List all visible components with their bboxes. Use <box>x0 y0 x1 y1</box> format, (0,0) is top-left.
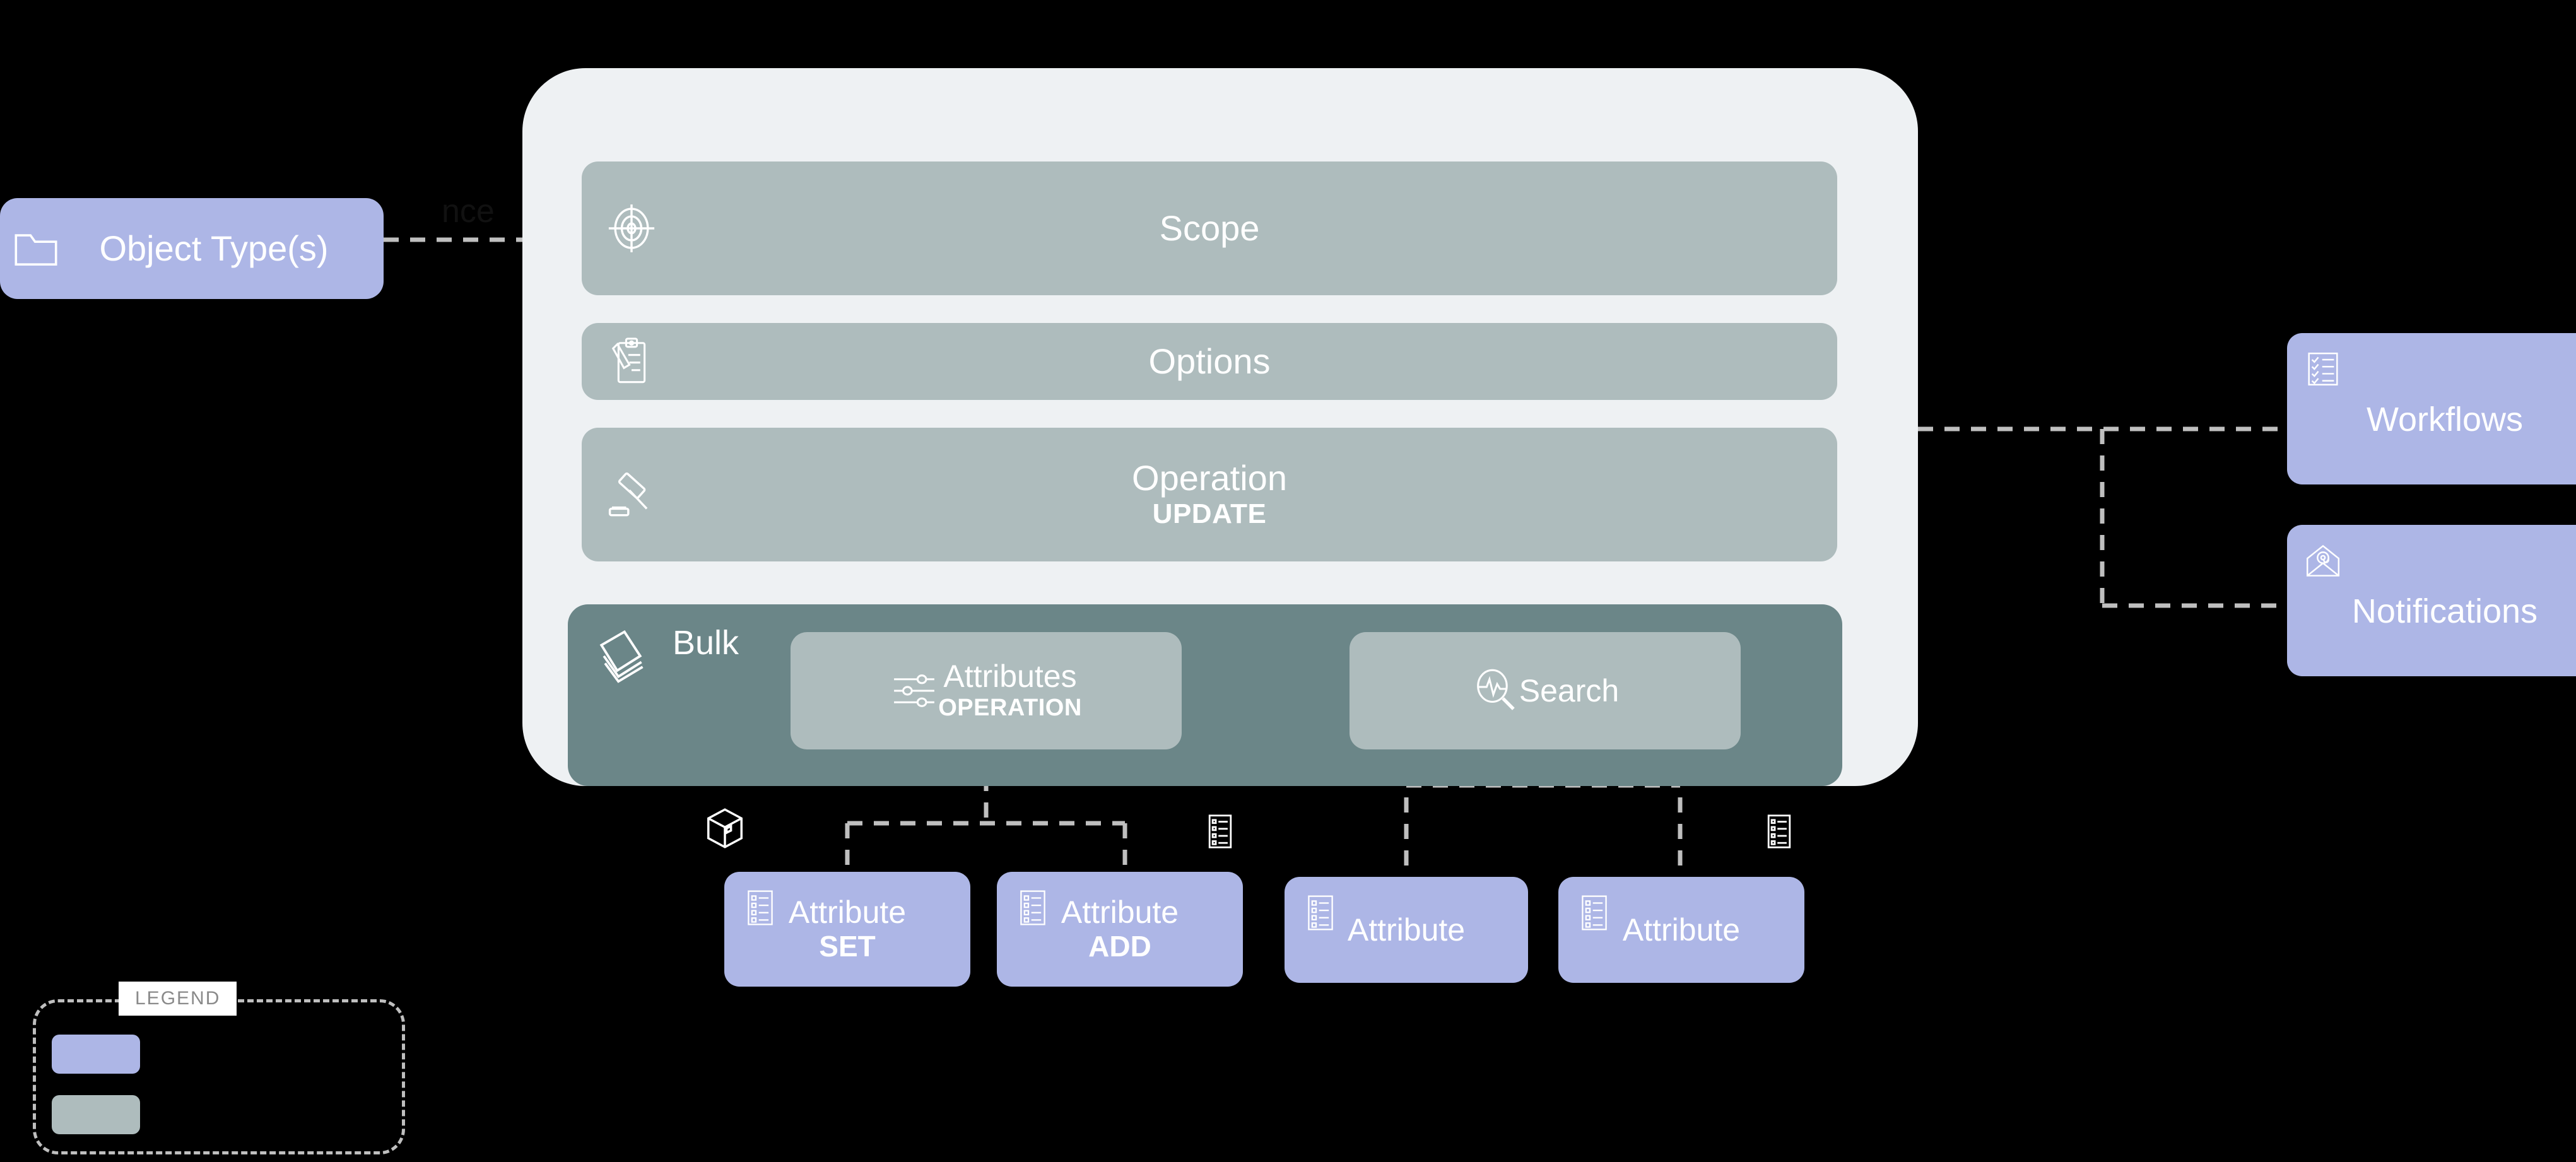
node-attribute-add-text: Attribute ADD <box>1061 895 1179 963</box>
envelope-at-icon <box>2303 541 2343 580</box>
stage-band-operation-sub: UPDATE <box>1152 498 1267 529</box>
node-object-types[interactable]: Object Type(s) <box>0 198 384 299</box>
bulk-card-search[interactable]: Search <box>1350 632 1741 749</box>
node-attribute-3[interactable]: Attribute <box>1285 877 1528 983</box>
stage-band-operation-text: Operation UPDATE <box>1132 459 1287 529</box>
folder-icon <box>13 229 59 268</box>
list-icon <box>1013 888 1052 927</box>
edge-label-instance: nce <box>442 193 495 230</box>
stage-band-operation-title: Operation <box>1132 458 1287 498</box>
node-attribute-add-label: Attribute <box>1061 895 1179 930</box>
clipboard-pencil-icon <box>604 334 659 389</box>
list-icon <box>1575 893 1614 932</box>
stage-band-scope-title: Scope <box>1159 208 1260 249</box>
node-attribute-4[interactable]: Attribute <box>1558 877 1804 983</box>
bulk-card-attributes-sub: OPERATION <box>938 695 1082 721</box>
box-3d-icon <box>705 806 744 850</box>
gavel-icon <box>604 467 659 522</box>
node-attribute-3-label: Attribute <box>1347 912 1466 948</box>
node-attribute-set[interactable]: Attribute SET <box>724 872 970 987</box>
node-attribute-set-text: Attribute SET <box>789 895 906 963</box>
bulk-card-attributes[interactable]: Attributes OPERATION <box>791 632 1182 749</box>
checklist-icon <box>2303 349 2343 389</box>
stage-band-scope[interactable]: Scope <box>582 161 1837 295</box>
sliders-icon <box>890 667 938 715</box>
node-workflows-label: Workflows <box>2366 400 2524 438</box>
list-icon <box>1301 893 1340 932</box>
stage-band-operation[interactable]: Operation UPDATE <box>582 428 1837 561</box>
node-attribute-add[interactable]: Attribute ADD <box>997 872 1243 987</box>
magnifier-pulse-icon <box>1471 667 1519 715</box>
node-attribute-4-label: Attribute <box>1622 912 1741 948</box>
node-attribute-set-label: Attribute <box>788 895 907 930</box>
stacked-papers-icon <box>591 625 651 685</box>
node-attribute-add-sub: ADD <box>1088 930 1151 963</box>
bulk-card-attributes-title: Attributes <box>943 659 1077 694</box>
node-object-types-label: Object Type(s) <box>99 228 329 268</box>
stage-band-options[interactable]: Options <box>582 323 1837 400</box>
node-workflows[interactable]: Workflows <box>2287 333 2576 484</box>
legend-swatch-stage <box>52 1095 140 1134</box>
node-attribute-set-sub: SET <box>819 930 876 963</box>
node-notifications[interactable]: Notifications <box>2287 525 2576 676</box>
list-icon <box>741 888 780 927</box>
bulk-card-attributes-text: Attributes OPERATION <box>938 660 1082 722</box>
list-icon <box>1765 814 1793 849</box>
legend-swatch-node <box>52 1035 140 1074</box>
stage-band-options-title: Options <box>1148 341 1271 382</box>
legend-title: LEGEND <box>119 982 237 1016</box>
node-notifications-label: Notifications <box>2351 592 2538 630</box>
bulk-label: Bulk <box>673 624 739 662</box>
list-icon <box>1206 814 1234 849</box>
bulk-card-search-title: Search <box>1519 672 1620 708</box>
target-crosshair-icon <box>604 201 659 255</box>
